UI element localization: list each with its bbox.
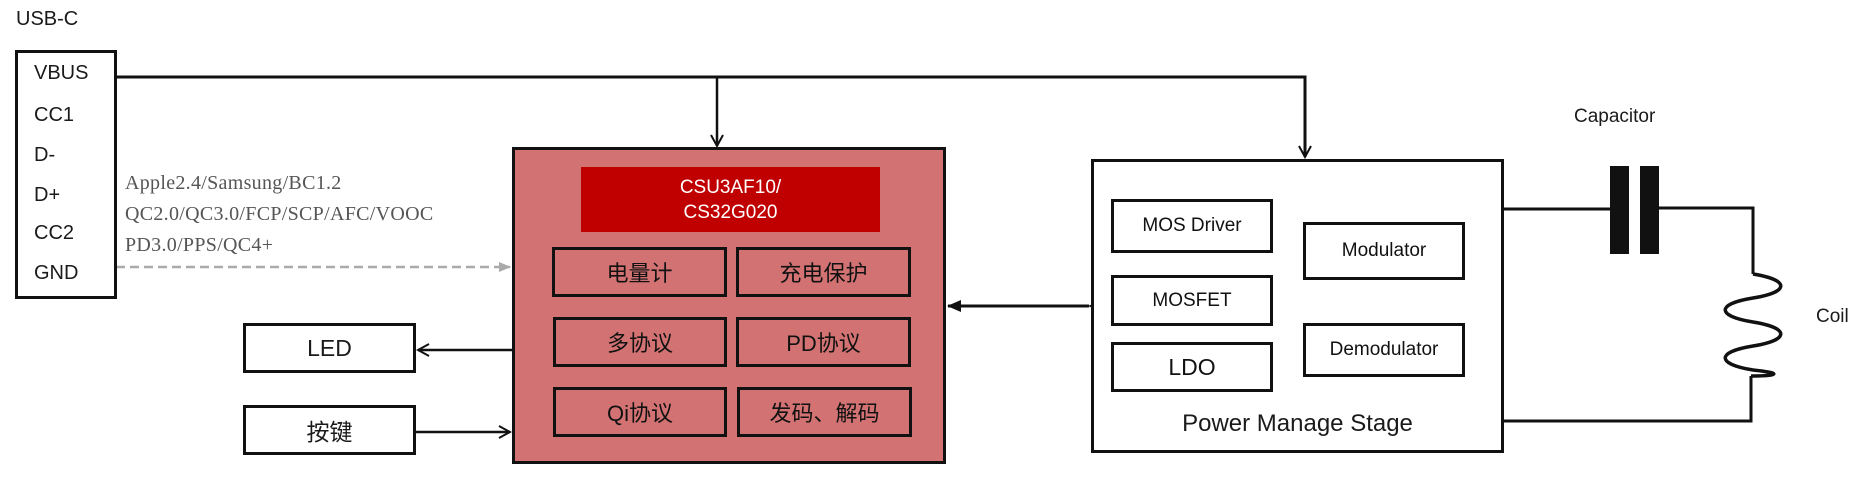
chip-model-line-2: CS32G020 bbox=[683, 201, 778, 223]
usb-c-title: USB-C bbox=[16, 8, 79, 30]
function-encode-decode: 发码、解码 bbox=[737, 387, 912, 437]
capacitor-label: Capacitor bbox=[1574, 106, 1656, 127]
chip-model-line-1: CSU3AF10/ bbox=[679, 176, 782, 198]
cap-right-wire bbox=[1659, 206, 1755, 274]
pin-cc2: CC2 bbox=[34, 222, 75, 244]
protocol-line-3: PD3.0/PPS/QC4+ bbox=[125, 234, 274, 256]
coil-label: Coil bbox=[1816, 306, 1849, 327]
chip-model-label: CSU3AF10/ CS32G020 bbox=[581, 167, 880, 232]
pin-vbus: VBUS bbox=[34, 62, 89, 84]
modulator-block: Modulator bbox=[1303, 222, 1465, 280]
usb-c-connector bbox=[15, 50, 117, 299]
function-fuel-gauge: 电量计 bbox=[552, 247, 727, 297]
capacitor-plate-left bbox=[1610, 166, 1629, 254]
power-manage-stage-title: Power Manage Stage bbox=[1182, 410, 1413, 437]
key-block: 按键 bbox=[243, 405, 416, 455]
function-pd-protocol: PD协议 bbox=[736, 317, 911, 367]
ldo-block: LDO bbox=[1111, 342, 1273, 392]
mosfet-block: MOSFET bbox=[1111, 275, 1273, 326]
vbus-wire bbox=[116, 75, 1305, 157]
led-block: LED bbox=[243, 323, 416, 373]
mos-driver-block: MOS Driver bbox=[1111, 199, 1273, 253]
protocol-line-1: Apple2.4/Samsung/BC1.2 bbox=[125, 172, 342, 194]
function-charge-protection: 充电保护 bbox=[736, 247, 911, 297]
function-qi-protocol: Qi协议 bbox=[553, 387, 727, 437]
pin-cc1: CC1 bbox=[34, 104, 75, 126]
protocol-line-2: QC2.0/QC3.0/FCP/SCP/AFC/VOOC bbox=[125, 203, 434, 225]
function-multi-protocol: 多协议 bbox=[553, 317, 727, 367]
capacitor-plate-right bbox=[1640, 166, 1659, 254]
coil-bottom-wire bbox=[1503, 376, 1753, 423]
pin-gnd: GND bbox=[34, 262, 79, 284]
pin-d-plus: D+ bbox=[34, 184, 61, 206]
pin-d-minus: D- bbox=[34, 144, 56, 166]
demodulator-block: Demodulator bbox=[1303, 323, 1465, 377]
coil-icon bbox=[1723, 272, 1783, 378]
